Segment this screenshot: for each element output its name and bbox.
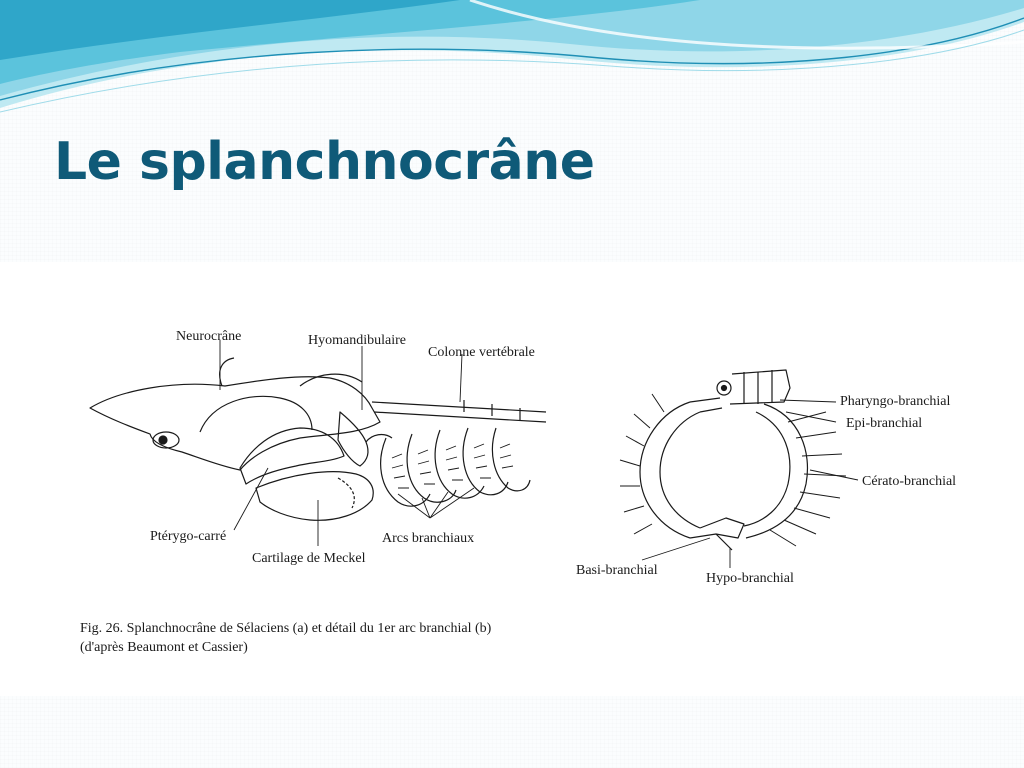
caption-line-2: (d'après Beaumont et Cassier) [80, 640, 248, 655]
gill-arch-drawing [619, 369, 859, 568]
label-arcs-branchiaux: Arcs branchiaux [382, 531, 474, 546]
label-hypo-branchial: Hypo-branchial [706, 571, 794, 586]
label-basi-branchial: Basi-branchial [576, 563, 658, 578]
label-pharyngo-branchial: Pharyngo-branchial [840, 394, 951, 409]
figure-panel: Neurocrâne Hyomandibulaire Colonne verté… [0, 262, 1024, 696]
slide-title: Le splanchnocrâne [54, 132, 595, 192]
label-cerato-branchial: Cérato-branchial [862, 474, 956, 489]
caption-line-1: Fig. 26. Splanchnocrâne de Sélaciens (a)… [80, 621, 492, 636]
label-pterygo-carre: Ptérygo-carré [150, 529, 226, 544]
splanchnocrane-figure: Neurocrâne Hyomandibulaire Colonne verté… [89, 329, 956, 586]
header-wave-decoration [0, 0, 1024, 113]
label-neurocrane: Neurocrâne [176, 329, 241, 344]
label-cartilage-meckel: Cartilage de Meckel [252, 551, 366, 566]
figure-caption: Fig. 26. Splanchnocrâne de Sélaciens (a)… [80, 619, 640, 657]
label-colonne-vertebrale: Colonne vertébrale [428, 345, 535, 360]
label-hyomandibulaire: Hyomandibulaire [308, 333, 406, 348]
label-epi-branchial: Epi-branchial [846, 416, 922, 431]
shark-skull-drawing [89, 340, 547, 546]
